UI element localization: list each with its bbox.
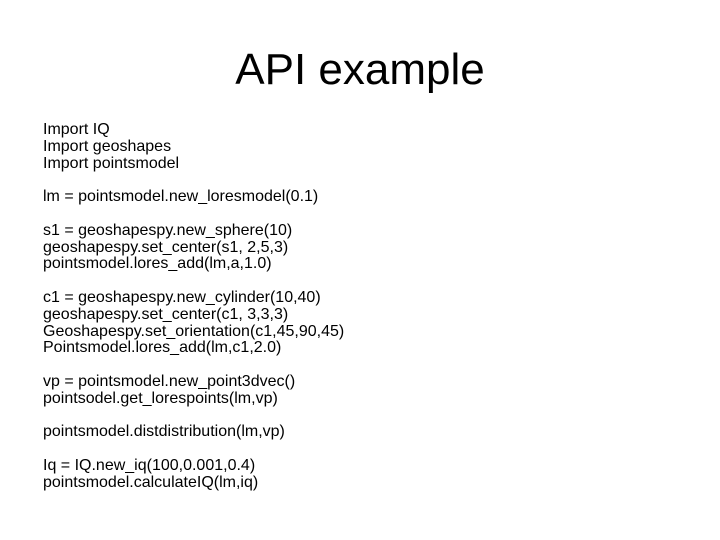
- code-line: pointsmodel.lores_add(lm,a,1.0): [43, 255, 272, 273]
- code-line: pointsodel.get_lorespoints(lm,vp): [43, 389, 278, 407]
- slide-title: API example: [235, 45, 485, 94]
- code-line: c1 = geoshapespy.new_cylinder(10,40): [43, 288, 321, 306]
- code-line: [43, 172, 700, 189]
- code-line: pointsmodel.calculateIQ(lm,iq): [43, 473, 259, 491]
- code-line: geoshapespy.set_center(s1, 2,5,3): [43, 238, 289, 256]
- code-line: Geoshapespy.set_orientation(c1,45,90,45): [43, 322, 345, 340]
- code-line: Pointsmodel.lores_add(lm,c1,2.0): [43, 339, 282, 357]
- code-line: lm = pointsmodel.new_loresmodel(0.1): [43, 188, 319, 206]
- code-line: Import pointsmodel: [43, 154, 180, 172]
- code-line: vp = pointsmodel.new_point3dvec(): [43, 372, 296, 390]
- code-line: [43, 441, 700, 458]
- code-line: Iq = IQ.new_iq(100,0.001,0.4): [43, 456, 256, 474]
- code-line: Import geoshapes: [43, 137, 172, 155]
- code-line: [43, 357, 700, 374]
- code-line: [43, 408, 700, 425]
- code-line: [43, 206, 700, 223]
- code-line: pointsmodel.distdistribution(lm,vp): [43, 423, 285, 441]
- code-line: s1 = geoshapespy.new_sphere(10): [43, 221, 293, 239]
- code-line: [43, 273, 700, 290]
- code-line: geoshapespy.set_center(c1, 3,3,3): [43, 305, 289, 323]
- code-line: Import IQ: [43, 121, 110, 138]
